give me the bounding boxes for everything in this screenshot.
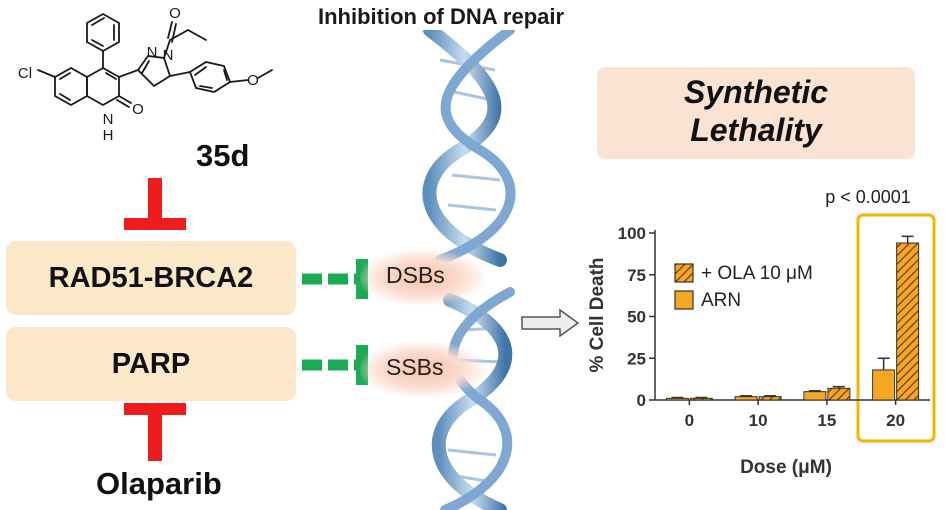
dsb-label: DSBs [386,262,445,288]
ssb-label: SSBs [386,354,444,380]
atom-cl: Cl [18,65,32,82]
x-tick-label-10: 10 [749,411,768,430]
pyridinone-ring [86,66,120,107]
y-tick-label-75: 75 [627,266,646,285]
bar-ola-20 [896,242,920,401]
bar-ola-0 [689,397,713,401]
legend: + OLA 10 μM ARN [674,263,813,311]
inhibition-arrow-35d [124,178,186,230]
y-tick-label-25: 25 [627,349,646,368]
atom-n1: N [103,111,114,128]
x-axis-label: Dose (μM) [740,457,832,478]
atom-h: H [103,127,114,144]
inhibition-arrow-olaparib [124,403,186,461]
y-tick-label-100: 100 [618,224,646,243]
legend-label-ola: + OLA 10 μM [701,263,813,284]
bar-arn-0 [665,397,689,401]
chart-annotation: p < 0.0001 [825,187,911,207]
compound-structure: Cl N H O N N O O [18,5,273,144]
diagram-title: Inhibition of DNA repair [318,4,565,29]
banner-line-1: Synthetic [683,74,829,110]
parp-box: PARP [6,327,296,401]
legend-swatch-arn [674,290,694,310]
right-arrow-icon [521,308,580,338]
dsb-glow [360,250,485,305]
bar-arn-10 [734,396,758,401]
benzo-ring [54,66,88,107]
rad51-brca2-box: RAD51-BRCA2 [6,241,296,315]
bar-ola-10 [758,396,782,401]
highlight-box [856,213,936,443]
atom-o1: O [132,101,144,118]
ssb-glow [360,342,485,397]
x-tick-label-0: 0 [685,411,694,430]
legend-swatch-ola [674,263,694,283]
atom-o2: O [169,5,181,22]
dna-helix-illustration [422,30,516,510]
x-tick-label-15: 15 [817,411,836,430]
atom-n3: N [163,47,174,64]
atom-o3: O [247,72,259,89]
rad51-brca2-label: RAD51-BRCA2 [48,261,254,294]
bar-arn-15 [803,391,827,401]
parp-label: PARP [111,347,191,380]
compound-label: 35d [196,138,250,173]
y-tick-label-50: 50 [627,308,646,327]
x-tick-label-20: 20 [886,411,905,430]
y-tick-label-0: 0 [637,391,646,410]
synthetic-lethality-banner: Synthetic Lethality [597,67,915,159]
olaparib-label: Olaparib [96,466,222,501]
bar-ola-15 [827,387,851,401]
bar-arn-20 [872,369,896,401]
pyrazoline-ring [136,55,172,88]
atom-n2: N [147,44,158,61]
legend-label-arn: ARN [701,290,741,311]
cell-death-chart: p < 0.0001 0 25 50 75 100 0 10 15 20 % Cell Deat… [587,187,936,478]
banner-line-2: Lethality [690,112,822,148]
y-axis-label: % Cell Death [587,257,608,372]
